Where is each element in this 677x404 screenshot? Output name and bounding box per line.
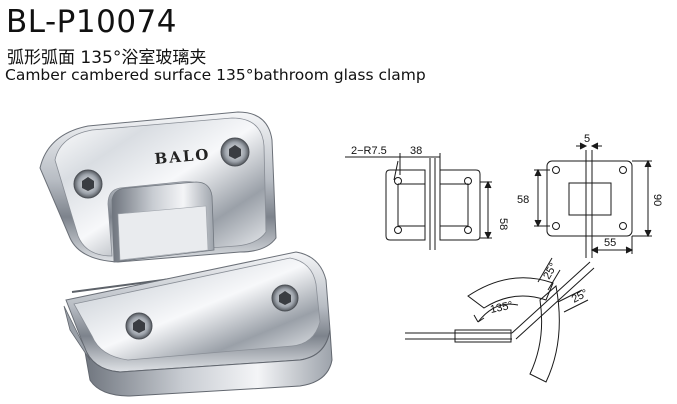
dim-side-inner-height: 58 [517,194,529,206]
angle-main: 135° [489,299,514,315]
dim-front-width: 38 [410,145,422,157]
dim-side-width: 55 [604,237,616,249]
brand-logo: BALO [154,145,211,168]
angle-right: 25° [570,287,590,305]
dim-radius: 2−R7.5 [351,145,387,157]
product-title-english: Camber cambered surface 135°bathroom gla… [5,66,426,84]
angle-diagram [405,257,595,383]
front-view-drawing [345,153,492,250]
dim-thickness: 5 [584,133,590,145]
product-model: BL-P10074 [6,4,177,40]
angle-top: 25° [541,261,560,281]
product-title-chinese: 弧形弧面 135°浴室玻璃夹 [7,48,207,68]
side-view-drawing [534,142,652,258]
dim-front-height: 58 [497,218,509,230]
glass-clamp-photo: BALO [39,111,333,397]
dim-side-height: 90 [651,194,663,206]
